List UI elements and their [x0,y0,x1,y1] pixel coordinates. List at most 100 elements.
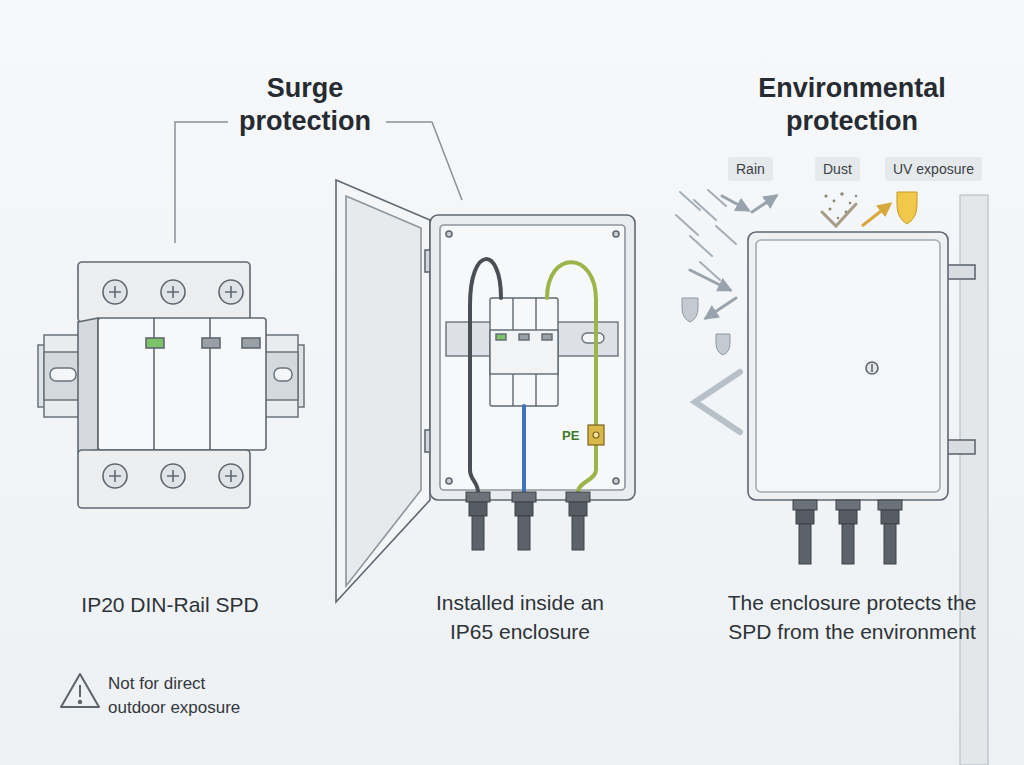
cable-gland-part [472,516,484,550]
spd-module-part [78,262,250,322]
warning-icon-part [79,701,81,703]
cable-gland-part [793,500,817,510]
dust-particles [824,192,857,219]
cable-gland-part [799,524,811,564]
dust-particles-part [833,200,836,203]
inner-spd-part [490,330,558,374]
deflection-arrow-part [706,298,736,318]
shield-icon-part [716,334,730,355]
cable-gland-part [796,510,814,524]
shield-icon [682,298,730,355]
cable-gland-part [572,516,584,550]
caption-label: IP20 DIN-Rail SPD [40,590,300,619]
warning-note: Not for direct outdoor exposure [108,672,248,720]
dust-particles-part [829,208,832,211]
cable-gland-part [569,502,587,516]
tag-text: UV exposure [893,161,974,177]
cable-gland-part [566,492,590,502]
section-heading: Environmental protection [752,72,952,138]
enclosure-door [336,180,435,602]
spd-module-part [146,338,164,348]
rain-streaks-part [716,226,736,244]
terminal-label: PE [562,428,579,444]
cable-gland-part [469,502,487,516]
enclosure-box-part [613,478,619,484]
enclosure-box-part [446,231,452,237]
dust-particles-part [840,192,843,195]
spd-module-part [98,318,266,450]
closed-enclosure-part [756,240,940,492]
dust-chevron [822,204,856,226]
din-rail-part [50,368,76,381]
pe-terminal [588,425,604,445]
tag-text: Rain [736,161,765,177]
cable-gland-part [518,516,530,550]
cable-gland-part [878,500,902,510]
closed-enclosure-part [866,362,878,374]
uv-symbol-part [862,204,890,226]
rain-streaks-part [690,236,712,256]
spd-module-part [78,450,250,508]
cable-gland [793,500,902,564]
inner-spd [490,298,558,406]
spd-module [78,262,266,508]
enclosure-box-part [430,215,635,500]
inner-spd-part [490,298,558,406]
enclosure-door-part [346,196,421,586]
section-heading: Surge protection [220,72,390,138]
warning-icon [61,674,99,707]
enclosure-door-part [336,180,430,602]
uv-symbol [862,192,917,226]
spd-module-part [242,338,260,348]
caption-label: The enclosure protects the SPD from the … [727,588,977,646]
leader-line-part [175,122,228,243]
spd-module-part [202,338,220,348]
inner-spd-part [542,334,552,340]
tag-text: Dust [823,161,852,177]
inner-din-rail-part [582,333,604,343]
cable-gland-part [881,510,899,524]
rain-streaks-part [694,200,716,220]
leader-line-part [386,122,462,200]
closed-enclosure-part [871,364,873,372]
hazard-tag: Rain [728,157,773,181]
closed-enclosure-part [945,440,975,454]
deflection-arrow-part [722,196,748,210]
din-rail-part [274,368,292,381]
cable-gland-part [512,492,536,502]
wiring-part [547,262,596,425]
closed-enclosure-part [748,232,948,500]
cable-gland-part [466,492,490,502]
cable-gland [466,492,590,550]
spd-module-part [78,318,98,452]
dust-particles-part [849,202,852,205]
deflection-arrow [690,196,776,432]
enclosure-box [430,215,635,500]
hazard-tag: Dust [815,157,860,181]
pole-part [960,195,988,765]
wiring-part [470,259,501,492]
cable-gland-part [884,524,896,564]
cable-gland-part [836,500,860,510]
dust-particles-part [824,194,827,197]
pe-terminal-part [588,425,604,445]
inner-spd-part [496,334,506,340]
caption-label: Installed inside an IP65 enclosure [420,588,620,646]
inner-spd-part [519,334,529,340]
closed-enclosure [748,232,975,500]
cable-gland-part [842,524,854,564]
wiring-part [522,406,526,492]
dust-particles-part [855,195,858,198]
wiring [470,259,596,492]
warning-icon-part [79,685,81,697]
cable-gland-part [839,510,857,524]
cable-gland-part [515,502,533,516]
uv-symbol-part [897,192,917,224]
closed-enclosure-part [945,265,975,279]
pole [960,195,988,765]
dust-chevron-part [822,204,856,226]
dust-particles-part [837,217,839,219]
warning-icon-part [61,674,99,707]
shield-icon-part [682,298,698,322]
